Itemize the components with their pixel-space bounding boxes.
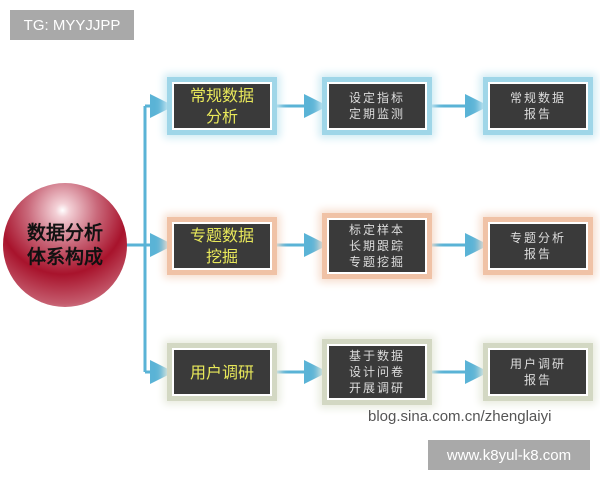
label: 用户调研	[509, 357, 566, 371]
row3-stage2-box: 基于数据设计问卷开展调研	[327, 344, 427, 400]
label: 挖掘	[205, 247, 238, 266]
center-line1: 数据分析	[26, 222, 103, 244]
label: 常规数据	[509, 91, 566, 105]
label: 专题挖掘	[348, 255, 405, 269]
row3-stage1-box: 用户调研	[172, 348, 272, 396]
label: 报告	[523, 107, 552, 121]
label: 设计问卷	[348, 365, 405, 379]
center-node: 数据分析 体系构成	[3, 183, 127, 307]
center-line2: 体系构成	[26, 246, 103, 268]
label: 报告	[523, 373, 552, 387]
row2-stage2-box: 标定样本长期跟踪专题挖掘	[327, 218, 427, 274]
label: 分析	[205, 107, 238, 126]
label: 基于数据	[348, 349, 405, 363]
row2-stage3-box: 专题分析报告	[488, 222, 588, 270]
tg-badge: TG: MYYJJPP	[10, 10, 134, 40]
row1-stage3-box: 常规数据报告	[488, 82, 588, 130]
label: 开展调研	[348, 381, 405, 395]
row2-stage1-box: 专题数据挖掘	[172, 222, 272, 270]
label: 专题数据	[189, 226, 254, 245]
label: 报告	[523, 247, 552, 261]
label: 标定样本	[348, 223, 405, 237]
label: 常规数据	[189, 86, 254, 105]
watermark: blog.sina.com.cn/zhenglaiyi	[368, 408, 552, 425]
row1-stage2-box: 设定指标定期监测	[327, 82, 427, 130]
label: 专题分析	[509, 231, 566, 245]
label: 设定指标	[348, 91, 405, 105]
label: 长期跟踪	[348, 239, 405, 253]
row1-stage1-box: 常规数据分析	[172, 82, 272, 130]
label: 用户调研	[189, 362, 254, 382]
row3-stage3-box: 用户调研报告	[488, 348, 588, 396]
label: 定期监测	[348, 107, 405, 121]
url-badge: www.k8yul-k8.com	[428, 440, 590, 470]
